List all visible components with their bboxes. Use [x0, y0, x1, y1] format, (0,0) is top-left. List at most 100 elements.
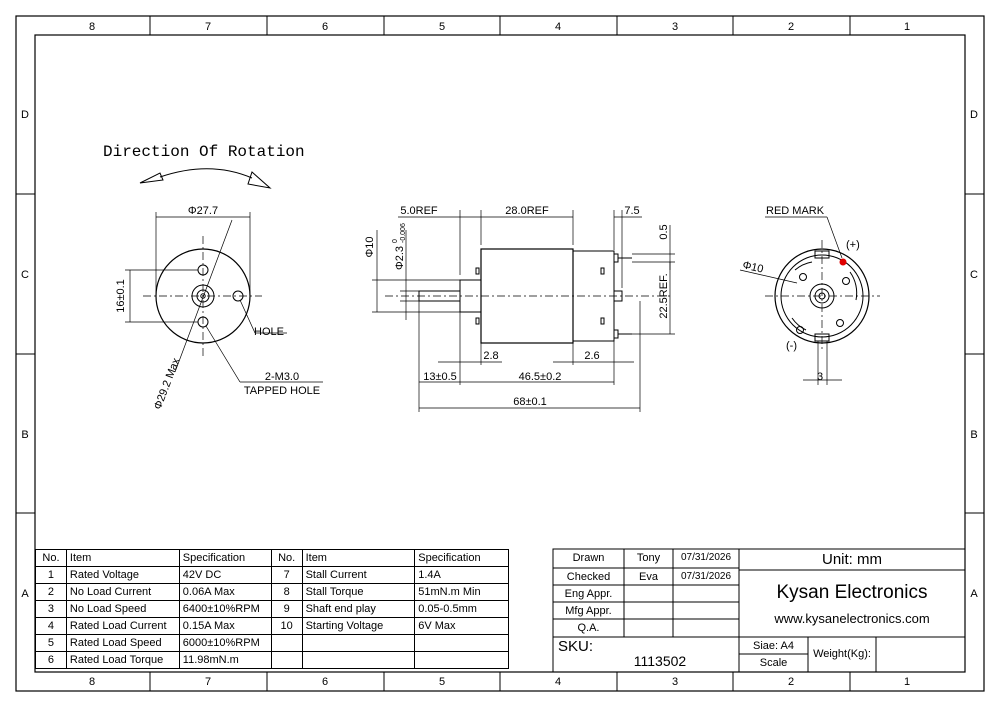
cell-item: Rated Load Current — [65, 617, 180, 635]
row-label-right: D — [970, 109, 978, 121]
sku-value: 1113502 — [633, 653, 687, 669]
header-spec: Specification — [414, 549, 509, 567]
cell-no — [270, 651, 303, 669]
row-label-left: A — [21, 588, 29, 600]
scale-label: Scale — [759, 657, 788, 669]
row-label-right: B — [970, 429, 977, 441]
weight-label: Weight(Kg): — [813, 648, 871, 660]
red-mark-label: RED MARK — [766, 205, 825, 217]
cell-item: No Load Current — [65, 583, 180, 601]
plus-label: (+) — [846, 239, 860, 251]
front-diameter-label: Φ27.7 — [188, 205, 218, 217]
front-view — [125, 212, 323, 383]
row-label-right: A — [970, 588, 978, 600]
header-item: Item — [301, 549, 416, 567]
col-label-bottom: 4 — [555, 676, 561, 688]
dim-2-8: 2.8 — [483, 350, 498, 362]
rotation-arrow-icon — [139, 168, 272, 189]
dim-13: 13±0.5 — [423, 371, 457, 383]
cell-item: Shaft end play — [301, 600, 416, 618]
eng-appr-label: Eng Appr. — [564, 588, 613, 600]
cell-spec: 0.05-0.5mm — [414, 600, 509, 618]
drawn-name: Tony — [636, 552, 661, 564]
side-view-dimensions: 5.0REF 28.0REF 7.5 0.5 22.5REF. Φ10 Φ2.3… — [364, 205, 670, 408]
cell-spec — [414, 651, 509, 669]
cell-spec: 0.06A Max — [178, 583, 272, 601]
drawn-label: Drawn — [572, 552, 605, 564]
cell-spec: 6400±10%RPM — [178, 600, 272, 618]
cell-item: Rated Load Speed — [65, 634, 180, 652]
sku-label: SKU: — [558, 638, 594, 655]
dim-0-5: 0.5 — [658, 224, 670, 239]
dim-7-5: 7.5 — [624, 205, 639, 217]
row-label-left: B — [21, 429, 28, 441]
cell-item: Rated Voltage — [65, 566, 180, 584]
dim-68: 68±0.1 — [513, 396, 547, 408]
cell-no: 6 — [35, 651, 67, 669]
minus-label: (-) — [786, 340, 797, 352]
cell-item: Rated Load Torque — [65, 651, 180, 669]
cell-no: 8 — [270, 583, 303, 601]
cell-spec: 11.98mN.m — [178, 651, 272, 669]
dim-3: 3 — [817, 371, 823, 383]
cell-spec — [414, 634, 509, 652]
mfg-appr-label: Mfg Appr. — [565, 605, 612, 617]
red-mark-dot — [839, 258, 847, 266]
col-label-bottom: 3 — [672, 676, 678, 688]
cell-spec: 42V DC — [178, 566, 272, 584]
dim-2-6: 2.6 — [584, 350, 599, 362]
front-spacing-label: 16±0.1 — [115, 279, 127, 313]
col-label-top: 6 — [322, 21, 328, 33]
table-row: 3 No Load Speed 6400±10%RPM 9 Shaft end … — [35, 600, 509, 618]
table-row: 5 Rated Load Speed 6000±10%RPM — [35, 634, 509, 652]
table-row: 2 No Load Current 0.06A Max 8 Stall Torq… — [35, 583, 509, 601]
rotation-label: Direction Of Rotation — [103, 143, 305, 161]
cell-spec: 1.4A — [414, 566, 509, 584]
checked-label: Checked — [566, 571, 611, 583]
unit-label: Unit: mm — [822, 551, 882, 568]
dim-phi10: Φ10 — [364, 236, 376, 257]
row-label-left: C — [21, 269, 29, 281]
company-website: www.kysanelectronics.com — [774, 611, 930, 626]
cell-item: Stall Current — [301, 566, 416, 584]
col-label-top: 8 — [89, 21, 95, 33]
cell-no — [270, 634, 303, 652]
cell-item — [301, 651, 416, 669]
title-block-frame — [552, 548, 966, 673]
cell-no: 9 — [270, 600, 303, 618]
col-label-bottom: 5 — [439, 676, 445, 688]
front-diagonal-label: Φ29.2 Max — [152, 356, 183, 411]
col-label-top: 4 — [555, 21, 561, 33]
size-label: Siae: A4 — [753, 640, 794, 652]
dim-phi23-tol-upper: 0 — [392, 239, 399, 243]
header-no: No. — [270, 549, 303, 567]
col-label-top: 2 — [788, 21, 794, 33]
column-labels: 8 7 6 5 4 3 2 1 8 7 6 5 4 3 2 1 — [89, 21, 910, 688]
table-row: 6 Rated Load Torque 11.98mN.m — [35, 651, 509, 669]
dim-phi23: Φ2.3 — [394, 246, 406, 270]
header-item: Item — [65, 549, 180, 567]
cell-no: 5 — [35, 634, 67, 652]
checked-date: 07/31/2026 — [680, 571, 732, 582]
header-no: No. — [35, 549, 67, 567]
spec-header-row: No. Item Specification No. Item Specific… — [35, 549, 509, 567]
cell-no: 7 — [270, 566, 303, 584]
dim-22-5: 22.5REF. — [658, 273, 670, 318]
cell-item — [301, 634, 416, 652]
dim-phi23-tol-lower: -0.006 — [400, 223, 407, 243]
rear-view-labels: RED MARK (+) (-) Φ10 3 — [741, 205, 859, 383]
cell-spec: 6V Max — [414, 617, 509, 635]
cell-no: 2 — [35, 583, 67, 601]
drawn-date: 07/31/2026 — [680, 552, 732, 563]
dim-46-5: 46.5±0.2 — [519, 371, 562, 383]
front-hole-label: HOLE — [254, 326, 284, 338]
cell-spec: 6000±10%RPM — [178, 634, 272, 652]
col-label-top: 7 — [205, 21, 211, 33]
zone-ticks — [16, 16, 984, 691]
col-label-top: 1 — [904, 21, 910, 33]
header-spec: Specification — [178, 549, 272, 567]
row-label-left: D — [21, 109, 29, 121]
dim-5ref: 5.0REF — [400, 205, 438, 217]
col-label-bottom: 2 — [788, 676, 794, 688]
